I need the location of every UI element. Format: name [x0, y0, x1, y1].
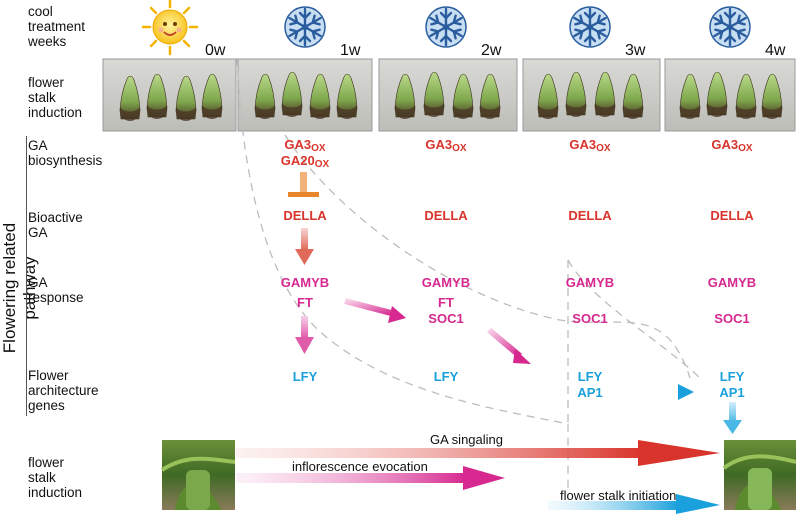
gene-w3-soc1: SOC1	[572, 311, 608, 326]
week-label-1w: 1w	[340, 42, 361, 59]
gene-w1-della: DELLA	[283, 208, 327, 223]
gene-w4-ga3ox: GA3OX	[711, 137, 753, 154]
gene-w3-lfy: LFY	[577, 369, 603, 384]
label-flower-stalk-initiation: flower stalk initiation	[560, 488, 677, 503]
gene-w2-della: DELLA	[424, 208, 468, 223]
row-label-flower-architecture: Flower architecture genes	[28, 368, 99, 413]
photo-3w	[522, 58, 661, 132]
gene-w3-gamyb: GAMYB	[565, 275, 615, 290]
row-label-cool-treatment: cool treatment weeks	[28, 4, 86, 49]
row-label-bioactive-ga: Bioactive GA	[28, 210, 83, 240]
gene-w2-lfy: LFY	[433, 369, 459, 384]
row-label-ga-response: GA response	[28, 275, 84, 305]
gene-w4-soc1: SOC1	[714, 311, 750, 326]
gene-w3-ap1: AP1	[577, 385, 603, 400]
snowflake-icon	[708, 5, 752, 49]
photo-stalk-start	[160, 440, 236, 510]
gene-w4-ap1: AP1	[719, 385, 745, 400]
week-label-3w: 3w	[625, 42, 646, 59]
label-inflorescence-evocation: inflorescence evocation	[292, 459, 428, 474]
snowflake-icon	[568, 5, 612, 49]
arrow-soc1-to-lfy	[487, 327, 531, 364]
snowflake-icon	[424, 5, 468, 49]
gene-w1-ga3ox: GA3OX	[284, 137, 326, 154]
arrow-ap1-down	[723, 402, 742, 434]
arrow-ft-to-lfy	[295, 316, 314, 354]
row-label-flower-stalk-induction-bottom: flower stalk induction	[28, 455, 83, 500]
row-label-flower-stalk-induction-top: flower stalk induction	[28, 75, 83, 120]
row-label-ga-biosynthesis: GA biosynthesis	[28, 138, 103, 168]
gene-w3-della: DELLA	[568, 208, 612, 223]
gene-w4-lfy: LFY	[719, 369, 745, 384]
arrow-ft1-to-soc1	[344, 298, 406, 323]
photo-0w	[102, 58, 237, 132]
gene-w2-gamyb: GAMYB	[421, 275, 471, 290]
photo-2w	[378, 58, 518, 132]
sun-icon	[141, 0, 199, 56]
arrow-stalk-initiation	[548, 494, 720, 514]
photo-1w	[237, 58, 373, 132]
arrow-ga-signaling	[236, 440, 720, 466]
inhibition-arrow	[288, 172, 319, 197]
gene-w1-ga20ox: GA20OX	[280, 153, 330, 170]
gene-w2-ga3ox: GA3OX	[425, 137, 467, 154]
snowflake-icon	[283, 5, 327, 49]
arrow-inflorescence	[236, 466, 505, 490]
photo-stalk-end	[722, 440, 797, 510]
side-bracket	[26, 136, 27, 416]
week-label-4w: 4w	[765, 42, 786, 59]
gene-w4-gamyb: GAMYB	[707, 275, 757, 290]
dashed-progress-curves	[236, 57, 701, 490]
gene-w3-ga3ox: GA3OX	[569, 137, 611, 154]
photo-4w	[664, 58, 796, 132]
gene-w1-ft: FT	[297, 295, 313, 310]
arrow-ap1-to-4w	[604, 384, 694, 400]
gene-w2-soc1: SOC1	[428, 311, 464, 326]
week-label-0w: 0w	[205, 42, 226, 59]
label-ga-signaling: GA singaling	[430, 432, 503, 447]
gene-w1-lfy: LFY	[292, 369, 318, 384]
gene-w4-della: DELLA	[710, 208, 754, 223]
week-label-2w: 2w	[481, 42, 502, 59]
gene-w2-ft: FT	[438, 295, 454, 310]
arrow-della-to-gamyb	[295, 228, 314, 265]
gene-w1-gamyb: GAMYB	[280, 275, 330, 290]
